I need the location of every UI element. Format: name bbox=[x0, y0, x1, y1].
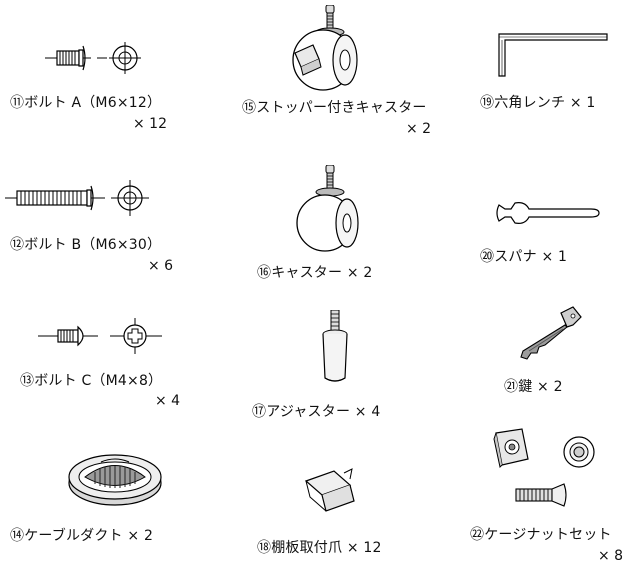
part-21: ㉑鍵 × 2 bbox=[470, 300, 625, 430]
part-22: ㉒ケージナットセット × 8 bbox=[470, 415, 625, 566]
part-label: ㉒ケージナットセット bbox=[470, 527, 612, 543]
bolt-icon bbox=[45, 38, 155, 78]
part-quantity: × 6 bbox=[148, 258, 174, 274]
part-15: ⑮ストッパー付きキャスター × 2 bbox=[225, 0, 465, 145]
part-16: ⑯キャスター × 2 bbox=[225, 160, 465, 290]
part-11: ⑪ボルト A（M6×12） × 12 bbox=[0, 0, 210, 140]
part-label: ㉑鍵 × 2 bbox=[504, 379, 563, 395]
part-label: ⑪ボルト A（M6×12） bbox=[10, 95, 162, 111]
phillips-bolt-icon bbox=[38, 318, 168, 354]
hex-wrench-icon bbox=[495, 30, 610, 80]
part-17: ⑰アジャスター × 4 bbox=[225, 300, 465, 430]
part-quantity: × 8 bbox=[598, 548, 624, 564]
cable-duct-icon bbox=[65, 450, 165, 508]
part-label: ⑮ストッパー付きキャスター bbox=[242, 100, 427, 116]
caster-icon bbox=[295, 165, 375, 255]
part-label: ⑳スパナ × 1 bbox=[480, 249, 568, 265]
part-quantity: × 12 bbox=[133, 116, 167, 132]
part-quantity: × 2 bbox=[406, 121, 432, 137]
part-20: ⑳スパナ × 1 bbox=[470, 160, 625, 290]
part-label: ⑫ボルト B（M6×30） bbox=[10, 237, 162, 253]
part-label: ⑲六角レンチ × 1 bbox=[480, 95, 596, 111]
part-label: ⑬ボルト C（M4×8） bbox=[20, 373, 163, 389]
cage-nut-icon bbox=[492, 425, 532, 469]
part-12: ⑫ボルト B（M6×30） × 6 bbox=[0, 150, 210, 290]
part-quantity: × 4 bbox=[155, 393, 181, 409]
cage-nut-screw-icon bbox=[512, 483, 570, 507]
spanner-icon bbox=[495, 195, 605, 231]
part-14: ⑭ケーブルダクト × 2 bbox=[0, 440, 220, 566]
part-label: ⑯キャスター × 2 bbox=[257, 265, 373, 281]
shelf-clip-icon bbox=[300, 465, 360, 517]
part-18: ⑱棚板取付爪 × 12 bbox=[225, 440, 465, 566]
stopper-caster-icon bbox=[285, 5, 375, 95]
part-label: ⑱棚板取付爪 × 12 bbox=[257, 540, 382, 556]
part-19: ⑲六角レンチ × 1 bbox=[470, 0, 625, 145]
part-13: ⑬ボルト C（M4×8） × 4 bbox=[0, 300, 210, 430]
washer-icon bbox=[562, 435, 596, 469]
part-label: ⑰アジャスター × 4 bbox=[252, 404, 381, 420]
part-label: ⑭ケーブルダクト × 2 bbox=[10, 528, 154, 544]
key-icon bbox=[515, 305, 585, 365]
adjuster-icon bbox=[315, 310, 355, 386]
long-bolt-icon bbox=[5, 178, 155, 218]
